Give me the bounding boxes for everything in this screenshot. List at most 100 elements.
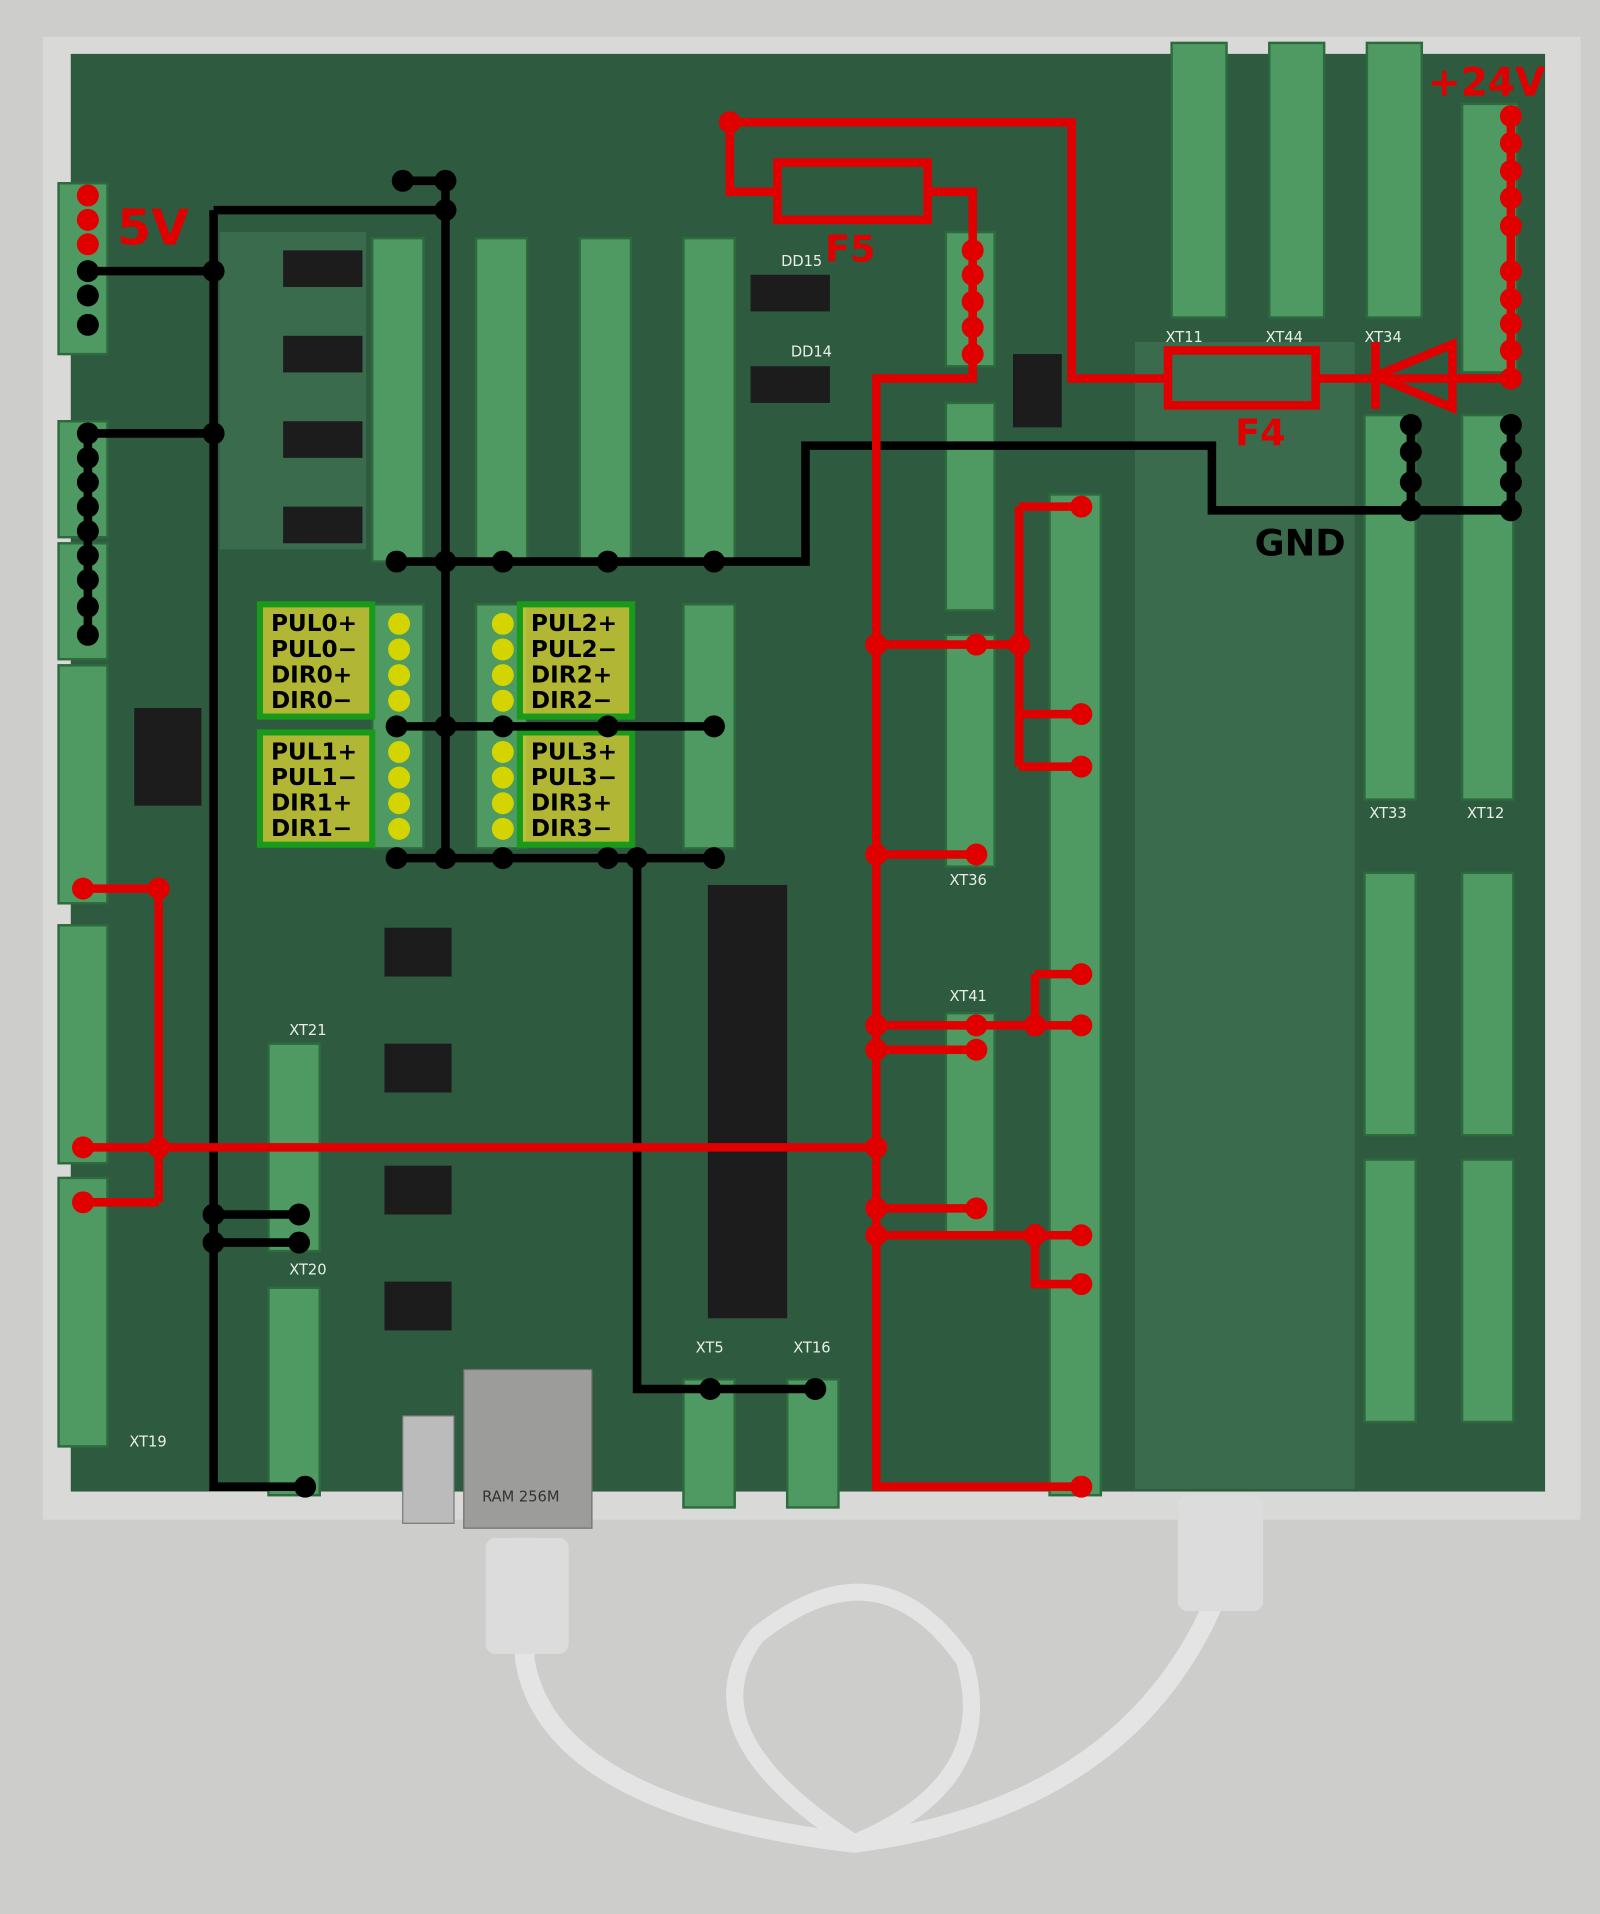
power-dot — [1023, 1014, 1046, 1037]
power-dot — [1499, 186, 1522, 209]
terminal-block — [944, 401, 996, 612]
power-dot — [865, 1224, 888, 1247]
ground-dot — [1399, 499, 1422, 522]
terminal-block — [1365, 41, 1424, 319]
pin-dot — [388, 638, 411, 661]
ground-dot — [702, 847, 725, 870]
ground-dot — [76, 260, 99, 283]
ic-chip — [283, 335, 363, 373]
ethernet-port — [463, 1368, 593, 1529]
power-dot — [961, 343, 984, 366]
power-dot — [1070, 703, 1093, 726]
ground-dot — [434, 715, 457, 738]
ground-dot — [76, 313, 99, 336]
power-dot — [76, 233, 99, 256]
terminal-block — [944, 633, 996, 868]
label-xt19: XT19 — [129, 1433, 166, 1450]
pin-label: PUL3− — [531, 764, 617, 791]
ground-dot — [699, 1378, 722, 1401]
ground-dot — [434, 550, 457, 573]
power-dot — [1070, 1475, 1093, 1498]
ground-dot — [1499, 499, 1522, 522]
power-dot — [1070, 963, 1093, 986]
ground-dot — [702, 715, 725, 738]
label-gnd: GND — [1255, 521, 1346, 564]
axis-group-box — [256, 729, 376, 848]
ground-dot — [385, 715, 408, 738]
chips — [134, 250, 1062, 1331]
label-xt5: XT5 — [696, 1339, 724, 1356]
ic-chip — [384, 1281, 452, 1331]
power-dot — [965, 1038, 988, 1061]
pin-dot — [388, 689, 411, 712]
power-dot — [865, 1197, 888, 1220]
ground-dot — [76, 623, 99, 646]
ic-chip — [283, 506, 363, 544]
ground-dot — [1499, 440, 1522, 463]
pin-dot — [491, 638, 514, 661]
power-dot — [1499, 312, 1522, 335]
ic-chip — [384, 1165, 452, 1215]
pin-dot — [491, 612, 514, 635]
pin-label: DIR3+ — [531, 790, 612, 817]
power-dot — [147, 877, 170, 900]
label-dd14: DD14 — [791, 344, 832, 361]
ground-dot — [76, 520, 99, 543]
terminal-block — [1363, 1158, 1417, 1424]
ground-dot — [385, 550, 408, 573]
cable-loop — [726, 1583, 980, 1851]
ground-dot — [76, 568, 99, 591]
axis-group-box — [516, 601, 636, 720]
terminal-block — [57, 664, 109, 905]
label-xt33: XT33 — [1369, 805, 1406, 822]
pin-label: DIR3− — [531, 815, 612, 842]
terminal-block — [474, 236, 529, 563]
terminal-block — [1460, 1158, 1515, 1424]
pin-label: PUL0− — [271, 636, 357, 663]
power-dot — [961, 239, 984, 262]
ground-dot — [202, 1231, 225, 1254]
power-dot — [72, 1136, 94, 1159]
label-xt11: XT11 — [1166, 329, 1203, 346]
pin-label: DIR2+ — [531, 661, 612, 688]
ground-dot — [434, 199, 457, 222]
pin-dot — [491, 689, 514, 712]
ground-dot — [76, 544, 99, 567]
terminal-block — [578, 236, 633, 563]
ground-dot — [391, 169, 414, 192]
power-dot — [1499, 214, 1522, 237]
ground-dot — [702, 550, 725, 573]
ground-dot — [596, 715, 619, 738]
terminal-block — [1170, 41, 1228, 319]
rj45-plug-left — [485, 1537, 569, 1654]
silkscreen-labels: XT11 XT44 XT34 XT33 XT12 XT21 XT20 XT19 … — [129, 253, 1504, 1450]
diode-symbol — [1364, 337, 1457, 415]
pin-dot — [491, 766, 514, 789]
pin-dot — [388, 740, 411, 763]
power-dot — [1070, 1014, 1093, 1037]
axis-group-box — [516, 729, 636, 848]
ram-label: RAM 256M — [482, 1488, 559, 1505]
ic-chip — [283, 421, 363, 458]
ground-dot — [1399, 471, 1422, 494]
ic-chip — [750, 274, 830, 312]
terminal-block — [1268, 41, 1326, 319]
power-dot — [718, 111, 741, 134]
terminal-block — [57, 1176, 109, 1448]
label-xt34: XT34 — [1364, 329, 1401, 346]
axis-group-2: PUL2+PUL2−DIR2+DIR2− — [491, 601, 636, 720]
power-dot — [965, 843, 988, 866]
ic-chip — [384, 927, 452, 977]
label-5v: 5V — [117, 199, 189, 256]
ic-chip — [1012, 354, 1062, 428]
pin-dot — [388, 792, 411, 815]
power-dot — [1499, 288, 1522, 311]
axis-group-box — [256, 601, 376, 720]
ground-dot — [434, 169, 457, 192]
ground-dot — [491, 715, 514, 738]
ic-chip — [750, 366, 830, 403]
ic-chip — [384, 1043, 452, 1093]
label-xt44: XT44 — [1266, 329, 1303, 346]
pin-dot — [388, 612, 411, 635]
terminal-block — [682, 236, 736, 563]
